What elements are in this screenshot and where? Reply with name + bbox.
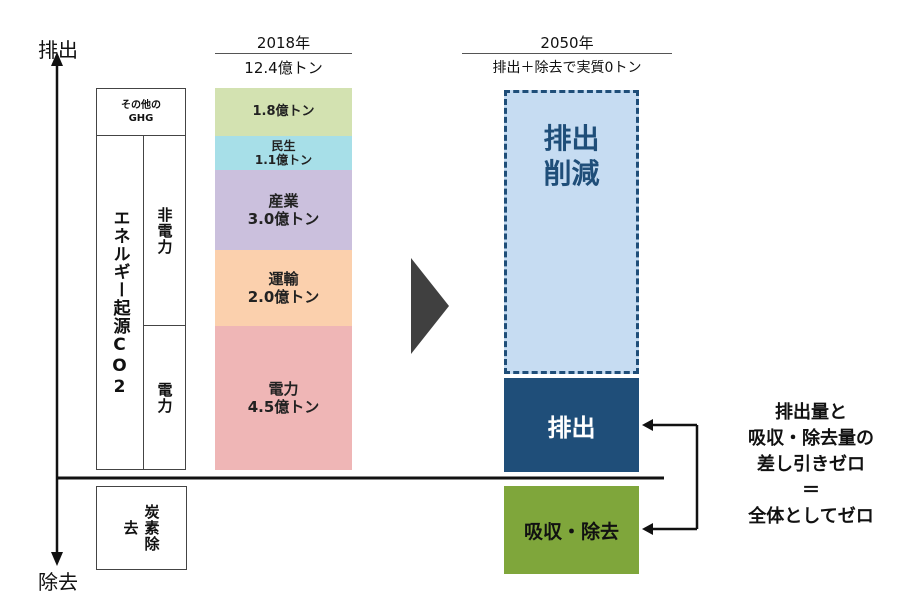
segment-other-value: 1.8億トン: [252, 104, 315, 120]
bracket-bottom-arrowhead: [642, 523, 653, 535]
transition-chevron: [411, 258, 449, 354]
other-ghg-box: [96, 88, 186, 136]
power-label: 電力: [155, 382, 174, 414]
other-ghg-label: その他の GHG: [121, 100, 161, 124]
carbon-removal-label-wrap: 炭素除去: [96, 486, 187, 570]
year-2050-title: 2050年: [540, 33, 594, 52]
segment-residential-label: 民生: [271, 138, 296, 153]
segment-transport-label: 運輸: [268, 270, 299, 288]
emission-axis-label: 排出: [38, 38, 78, 62]
year-2018-underline: [215, 53, 352, 54]
non-power-label: 非電力: [155, 207, 174, 255]
segment-power-value: 4.5億トン: [247, 398, 320, 416]
year-2018-total: 12.4億トン: [244, 58, 323, 77]
note-line-1: 排出量と: [775, 402, 847, 423]
power-label-wrap: 電力: [144, 326, 186, 470]
note-line-3: 差し引きゼロ: [757, 454, 865, 476]
year-2050-underline: [462, 53, 672, 54]
removal-box: 吸収・除去: [504, 486, 639, 574]
carbon-removal-box: [96, 486, 187, 570]
reduction-label: 排出 削減: [543, 122, 600, 190]
segment-transport: 運輸 2.0億トン: [215, 250, 352, 326]
emission-box: 排出: [504, 378, 639, 472]
axis-down-arrowhead: [51, 552, 63, 566]
power-box: [144, 326, 186, 470]
year-2050-subtitle: 排出＋除去で実質0トン: [492, 60, 642, 76]
year-2018-title: 2018年: [256, 33, 311, 52]
net-zero-note: 排出量と 吸収・除去量の 差し引きゼロ ＝ 全体としてゼロ: [712, 400, 910, 530]
note-line-4: 全体としてゼロ: [748, 506, 874, 528]
bracket-top-arrowhead: [642, 419, 653, 431]
energy-co2-label-wrap: エネルギー起源CO2: [96, 140, 144, 466]
removal-axis-label: 除去: [38, 570, 78, 594]
note-equals: ＝: [802, 480, 820, 502]
axis-up-arrowhead: [51, 52, 63, 66]
energy-co2-label: エネルギー起源CO2: [109, 208, 130, 398]
segment-residential: 民生 1.1億トン: [215, 136, 352, 170]
segment-power: 電力 4.5億トン: [215, 326, 352, 470]
segment-industry-label: 産業: [268, 192, 299, 210]
non-power-box: [144, 136, 186, 326]
carbon-removal-label: 炭素除去: [121, 504, 161, 552]
segment-other-ghg: 1.8億トン: [215, 88, 352, 136]
segment-residential-value: 1.1億トン: [254, 153, 313, 167]
energy-co2-box: [96, 136, 144, 470]
reduction-box: [504, 90, 639, 374]
non-power-label-wrap: 非電力: [144, 136, 186, 326]
segment-power-label: 電力: [268, 380, 299, 398]
segment-transport-value: 2.0億トン: [247, 288, 320, 306]
segment-industry: 産業 3.0億トン: [215, 170, 352, 250]
segment-industry-value: 3.0億トン: [247, 210, 320, 228]
note-line-2: 吸収・除去量の: [748, 428, 874, 450]
